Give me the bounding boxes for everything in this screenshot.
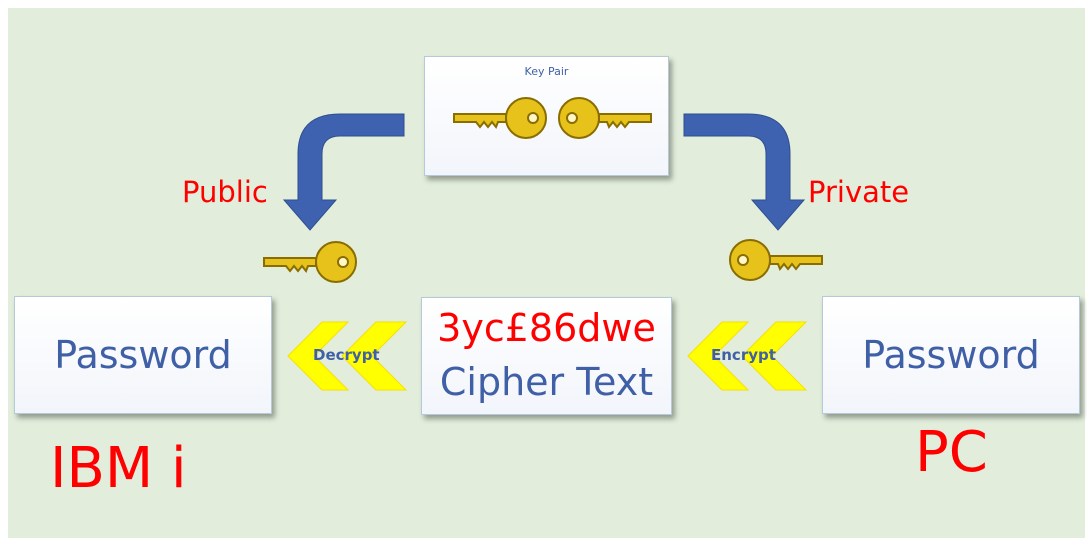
public-key-icon bbox=[263, 241, 357, 283]
public-key-arrow bbox=[282, 113, 405, 231]
pc-host-label: PC bbox=[915, 420, 988, 485]
key-pair-label: Key Pair bbox=[524, 65, 569, 78]
private-label: Private bbox=[808, 175, 910, 209]
decrypt-label: Decrypt bbox=[313, 346, 380, 364]
cipher-text-box: 3yc£86dwe Cipher Text bbox=[421, 297, 672, 415]
pc-password-text: Password bbox=[862, 333, 1040, 377]
cipher-value: 3yc£86dwe bbox=[437, 306, 656, 350]
ibm-i-host-label: IBM i bbox=[50, 436, 187, 501]
ibm-i-password-text: Password bbox=[54, 333, 232, 377]
key-left-icon bbox=[453, 97, 547, 139]
cipher-label: Cipher Text bbox=[439, 360, 654, 404]
ibm-i-password-box: Password bbox=[14, 296, 272, 414]
decrypt-chevron-arrow bbox=[287, 321, 408, 391]
public-label: Public bbox=[182, 175, 268, 209]
pc-password-box: Password bbox=[822, 296, 1080, 414]
encrypt-chevron-arrow bbox=[687, 321, 808, 391]
key-right-icon bbox=[558, 97, 652, 139]
private-key-icon bbox=[729, 239, 823, 281]
private-key-arrow bbox=[683, 113, 806, 231]
encrypt-label: Encrypt bbox=[711, 346, 776, 364]
